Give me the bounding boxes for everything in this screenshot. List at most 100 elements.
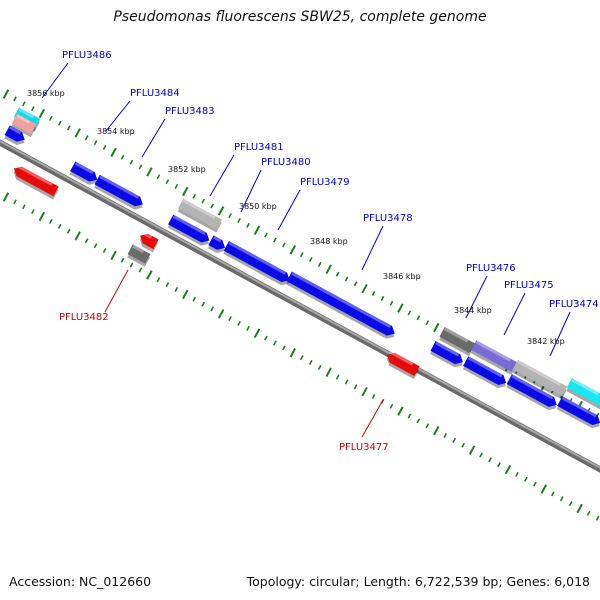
gene-body [387,352,420,376]
scale-tick [468,445,476,455]
accession-text: Accession: NC_012660 [9,574,152,589]
scale-tick [325,367,332,377]
scale-tick [389,403,394,409]
scale-tick [110,250,117,261]
scale-tick [389,300,394,306]
scale-tick [325,264,332,274]
scale-tick [568,501,573,507]
gene-reverse [127,244,151,267]
scale-tick [308,359,313,365]
scale-tick [22,204,26,210]
gene-shine [228,241,287,275]
gene-shine [172,215,206,235]
scale-tick [371,394,376,400]
gene-forward [566,378,600,410]
scale-tick [443,432,448,438]
gene-shine [291,272,392,329]
scale-tick [576,503,583,514]
scale-tick [488,457,492,463]
scale-tick [74,128,81,138]
gene-label-pflu3479: PFLU3479 [300,177,350,188]
gene-shine [467,356,503,378]
scale-tick [57,120,62,126]
gene-shine [511,374,554,400]
gene-leader-line [503,292,526,336]
gene-body [70,161,98,182]
gene-forward [207,235,226,253]
gene-body [439,327,475,353]
scale-tick [174,183,179,189]
scale-tick [282,345,286,351]
kbp-label: 3852 kbp [168,165,206,174]
scale-tick [515,471,519,477]
scale-tick [84,238,89,244]
gene-shine [475,340,511,362]
scale-tick [138,267,143,273]
gene-shine [16,114,31,124]
scale-tick [397,303,404,313]
scale-tick [264,335,268,341]
scale-tick [586,510,591,516]
gene-body [178,198,222,230]
gene-label-pflu3478: PFLU3478 [363,213,413,224]
scale-tick [102,145,107,151]
gene-shine [74,161,94,175]
scale-tick [120,154,125,160]
gene-label-pflu3482: PFLU3482 [59,312,109,323]
gene-leader-line [277,189,301,231]
scale-tick [253,225,261,236]
gene-forward [462,356,507,389]
map-title: Pseudomonas fluorescens SBW25, complete … [113,9,487,25]
kbp-label: 3846 kbp [383,272,421,281]
kbp-label: 3848 kbp [310,237,348,246]
scale-tick [289,245,297,255]
gene-forward [223,240,290,286]
gene-shine [142,231,153,239]
scale-tick [344,379,349,385]
scale-tick [228,213,232,219]
scale-tick [192,296,197,302]
scale-tick [550,491,555,497]
scale-tick [57,223,62,229]
gene-forward [430,341,463,368]
scale-tick [433,322,440,333]
gene-body [557,396,600,425]
scale-tick [13,96,17,102]
scale-tick [165,282,170,288]
scale-tick [237,321,241,327]
gene-forward [512,359,568,400]
scale-tick [156,277,161,283]
gene-body [94,174,143,207]
gene-shine [99,175,140,199]
scale-tick [353,384,358,390]
gene-body [286,271,395,336]
topology-summary: Topology: circular; Length: 6,722,539 bp… [246,574,590,589]
scale-tick [524,476,528,482]
gene-forward [470,340,517,376]
gene-body [512,359,568,397]
gene-body [223,240,290,283]
scale-tick [174,286,179,292]
genome-backbone [0,139,600,473]
scale-tick [299,355,304,361]
gene-forward [177,198,222,233]
gene-forward [167,214,210,246]
gene-reverse [139,231,159,253]
scale-tick [533,481,537,487]
gene-forward [69,161,98,185]
gene-body [127,244,151,264]
scale-tick [2,192,10,202]
scale-tick [371,291,376,297]
gene-body [430,341,463,365]
scale-tick [361,386,368,397]
gene-label-pflu3474: PFLU3474 [549,299,599,310]
scale-tick [299,252,304,258]
gene-forward [11,113,37,138]
gene-forward [286,271,395,339]
scale-tick [433,425,440,436]
scale-tick [246,222,250,228]
gene-label-pflu3477: PFLU3477 [339,442,389,453]
gene-body [168,214,210,243]
scale-tick [407,310,412,316]
gene-shine [9,125,22,135]
